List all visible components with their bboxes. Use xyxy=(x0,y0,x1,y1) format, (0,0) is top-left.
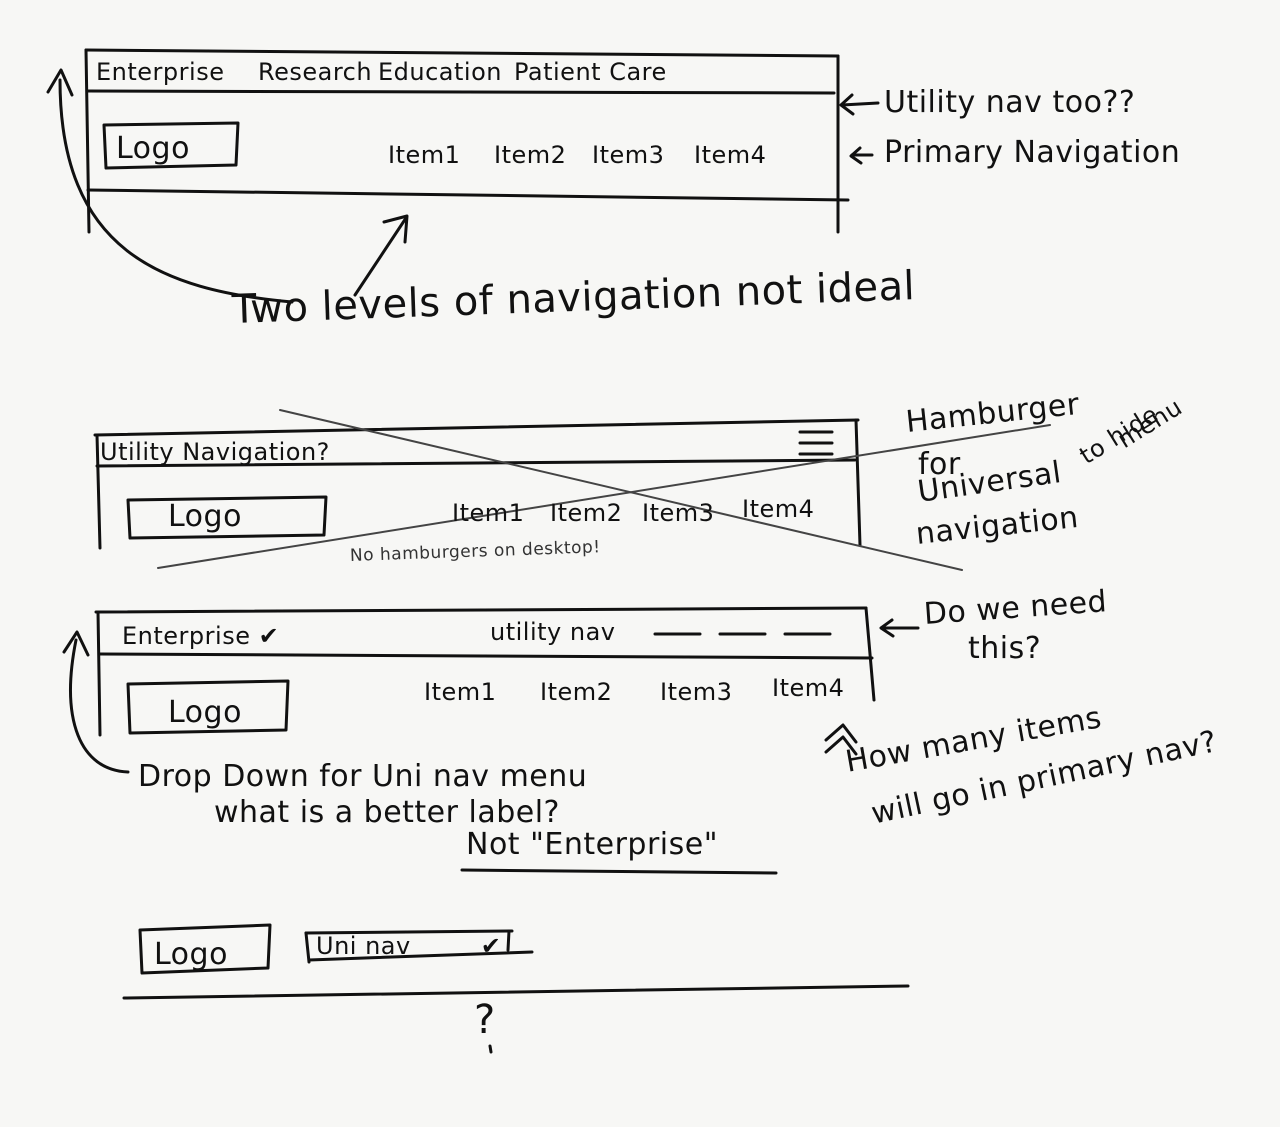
uninav-dropdown[interactable]: Uni nav ✔ xyxy=(316,934,501,958)
note-better-label: what is a better label? xyxy=(214,795,560,830)
question-mark: ? xyxy=(474,997,496,1043)
nav-item-4[interactable]: Item4 xyxy=(772,674,845,702)
note-for: for xyxy=(918,447,961,482)
enterprise-dropdown[interactable]: Enterprise ✔ xyxy=(122,624,279,648)
utility-item-enterprise[interactable]: Enterprise xyxy=(96,58,225,86)
note-this: this? xyxy=(968,631,1042,666)
chevron-down-icon: ✔ xyxy=(250,622,280,650)
sketch1-frame xyxy=(84,48,850,234)
nav-item-2[interactable]: Item2 xyxy=(494,141,567,169)
note-not-enterprise: Not "Enterprise" xyxy=(466,827,719,862)
nav-item-2[interactable]: Item2 xyxy=(540,678,613,706)
nav-item-4[interactable]: Item4 xyxy=(742,495,815,523)
nav-item-1[interactable]: Item1 xyxy=(424,678,497,706)
note-drop-down: Drop Down for Uni nav menu xyxy=(138,759,588,794)
sketch3-logo[interactable]: Logo xyxy=(168,695,242,730)
nav-item-4[interactable]: Item4 xyxy=(694,141,767,169)
uninav-label: Uni nav xyxy=(316,932,411,960)
utility-item-research[interactable]: Research xyxy=(258,58,373,86)
note-primary-navigation: Primary Navigation xyxy=(884,135,1181,170)
enterprise-label: Enterprise xyxy=(122,622,251,650)
sketch3-frame xyxy=(94,606,876,737)
sketch4-frame xyxy=(122,923,910,1054)
nav-item-3[interactable]: Item3 xyxy=(642,499,715,527)
sketch2-frame xyxy=(93,418,862,550)
nav-item-1[interactable]: Item1 xyxy=(388,141,461,169)
sketch2-cross xyxy=(157,409,1051,571)
nav-item-1[interactable]: Item1 xyxy=(452,499,525,527)
nav-item-3[interactable]: Item3 xyxy=(660,678,733,706)
sketch3-utility-nav[interactable]: utility nav xyxy=(490,618,616,646)
nav-item-2[interactable]: Item2 xyxy=(550,499,623,527)
sketch4-logo[interactable]: Logo xyxy=(154,937,228,972)
chevron-down-icon: ✔ xyxy=(480,932,502,960)
sketch1-logo[interactable]: Logo xyxy=(116,131,190,166)
utility-item-patient-care[interactable]: Patient Care xyxy=(514,58,667,86)
sketch1-arrows xyxy=(46,68,880,304)
sketch2-logo[interactable]: Logo xyxy=(168,499,242,534)
utility-item-education[interactable]: Education xyxy=(378,58,502,86)
sketch3-arrows xyxy=(62,618,920,875)
nav-item-3[interactable]: Item3 xyxy=(592,141,665,169)
note-utility-nav-too: Utility nav too?? xyxy=(884,85,1136,120)
sketch2-utility-label[interactable]: Utility Navigation? xyxy=(100,438,330,466)
